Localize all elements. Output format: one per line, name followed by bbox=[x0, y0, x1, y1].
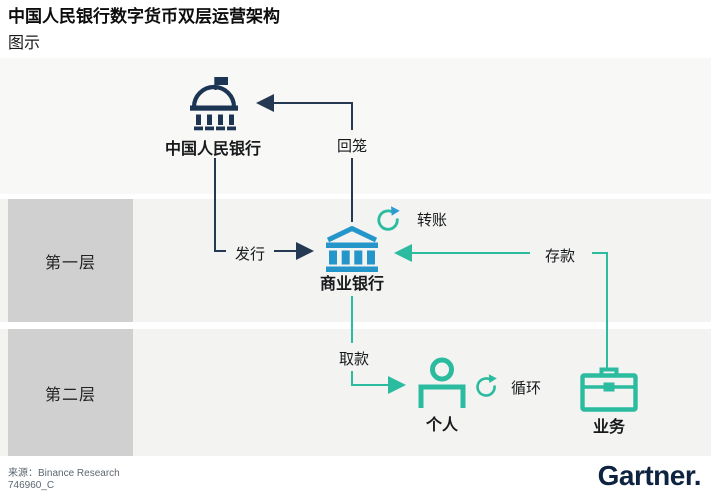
person-icon bbox=[418, 357, 466, 408]
diagram-area: 第一层 第二层 bbox=[0, 58, 711, 456]
figure-title: 中国人民银行数字货币双层运营架构 bbox=[8, 7, 280, 26]
briefcase-icon bbox=[580, 367, 638, 412]
source-note: 来源：Binance Research bbox=[8, 468, 120, 479]
bank-building-icon bbox=[326, 226, 378, 272]
tier2-label: 第二层 bbox=[44, 386, 96, 404]
tier1-box: 第一层 bbox=[8, 199, 133, 322]
flow-transfer-label: 转账 bbox=[416, 212, 447, 229]
flow-issuance-label: 发行 bbox=[234, 246, 265, 263]
flow-deposit-label: 存款 bbox=[544, 248, 575, 265]
flow-recall-label: 回笼 bbox=[336, 138, 367, 155]
tier2-box: 第二层 bbox=[8, 329, 133, 456]
flow-withdrawal-label: 取款 bbox=[338, 351, 369, 368]
figure-subtitle: 图示 bbox=[8, 35, 41, 52]
central-bank-band bbox=[0, 58, 711, 194]
tier1-label: 第一层 bbox=[44, 254, 96, 272]
government-building-icon bbox=[190, 77, 238, 131]
business-label: 业务 bbox=[592, 419, 625, 436]
band-divider bbox=[0, 322, 711, 329]
document-id: 746960_C bbox=[8, 480, 55, 491]
individual-label: 个人 bbox=[425, 417, 458, 434]
central-bank-label: 中国人民银行 bbox=[164, 141, 261, 158]
band-divider bbox=[0, 194, 711, 199]
circular-arrow-icon bbox=[377, 206, 400, 231]
circular-arrow-icon bbox=[476, 374, 497, 397]
commercial-bank-label: 商业银行 bbox=[319, 276, 384, 293]
gartner-logo: Gartner. bbox=[597, 460, 702, 491]
flow-circulation-label: 循环 bbox=[510, 380, 541, 397]
